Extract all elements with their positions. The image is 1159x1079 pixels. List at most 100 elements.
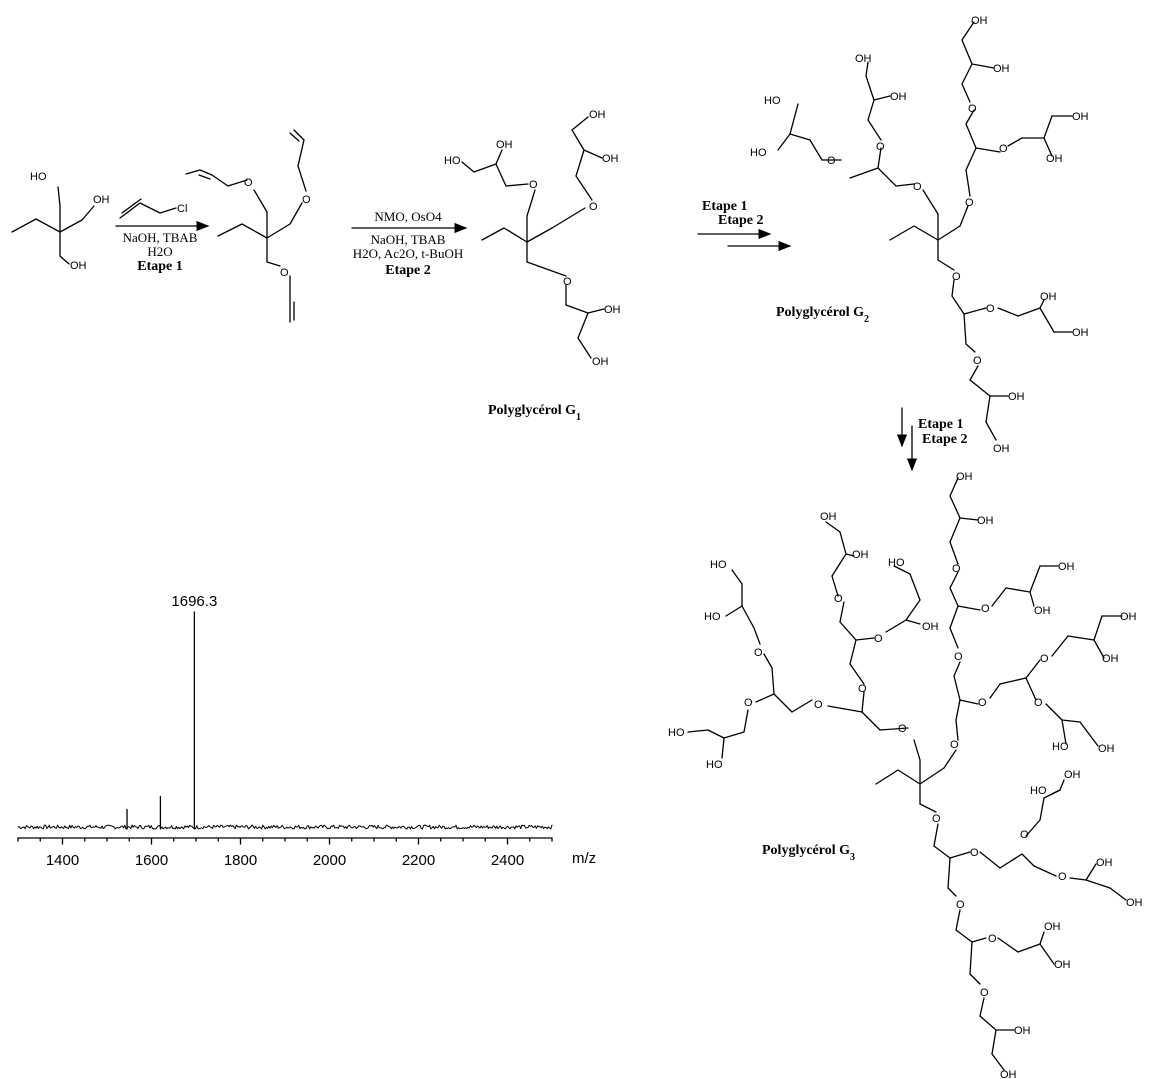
trimethylolpropane-structure: HO OH OH — [11, 171, 110, 272]
step-label: Etape 2 — [922, 432, 968, 447]
atom-label: OH — [1098, 743, 1115, 755]
atom-label: OH — [604, 304, 621, 316]
atom-label: OH — [496, 139, 513, 151]
atom-label: OH — [1058, 561, 1075, 573]
x-axis-label: m/z — [572, 850, 596, 867]
atom-label: O — [999, 143, 1008, 155]
x-tick-label: 1800 — [224, 852, 257, 869]
atom-label: OH — [1064, 769, 1081, 781]
atom-label: OH — [993, 443, 1010, 455]
condition-text: H2O — [147, 244, 172, 259]
peak-label: 1696.3 — [171, 593, 217, 610]
atom-label: OH — [1120, 611, 1137, 623]
reaction-arrow-3: Etape 1 Etape 2 — [697, 199, 792, 252]
atom-label: O — [754, 647, 763, 659]
step-label: Etape 2 — [718, 213, 764, 228]
atom-label: O — [986, 303, 995, 315]
atom-label: HO — [710, 559, 727, 571]
spectrum-baseline — [17, 824, 553, 830]
atom-label: O — [858, 683, 867, 695]
triallyl-ether-structure: O O O — [185, 129, 311, 323]
polyglycerol-g1-structure: OH HO O OH OH O O OH OH Polyglycérol G1 — [444, 109, 621, 423]
atom-label: OH — [1034, 605, 1051, 617]
atom-label: O — [834, 593, 843, 605]
atom-label: OH — [993, 63, 1010, 75]
product-label-g1: Polyglycérol G1 — [488, 403, 581, 423]
reaction-arrow-4: Etape 1 Etape 2 — [896, 407, 968, 472]
step-label: Etape 1 — [918, 417, 964, 432]
atom-label: O — [589, 201, 598, 213]
atom-label: OH — [977, 515, 994, 527]
atom-label: OH — [1046, 153, 1063, 165]
atom-label: O — [1034, 697, 1043, 709]
atom-label: O — [956, 899, 965, 911]
product-label-g3: Polyglycérol G3 — [762, 843, 855, 863]
baseline-noise — [17, 824, 553, 830]
atom-label: OH — [1000, 1069, 1017, 1079]
atom-label: OH — [1044, 921, 1061, 933]
atom-label: OH — [602, 153, 619, 165]
atom-label: OH — [922, 621, 939, 633]
atom-label: O — [1020, 829, 1029, 841]
atom-label: O — [913, 181, 922, 193]
atom-label: HO — [444, 155, 461, 167]
atom-label: O — [973, 355, 982, 367]
atom-label: OH — [70, 260, 87, 272]
condition-text: H2O, Ac2O, t-BuOH — [353, 246, 464, 261]
step-label: Etape 2 — [385, 263, 431, 278]
atom-label: O — [988, 933, 997, 945]
atom-label: O — [954, 651, 963, 663]
atom-label: O — [744, 697, 753, 709]
atom-label: O — [965, 197, 974, 209]
atom-label: O — [244, 177, 253, 189]
atom-label: O — [978, 697, 987, 709]
atom-label: OH — [890, 91, 907, 103]
reaction-arrow-2: NMO, OsO4 NaOH, TBAB H2O, Ac2O, t-BuOH E… — [351, 209, 468, 278]
atom-label: OH — [592, 356, 609, 368]
atom-label: HO — [30, 171, 47, 183]
atom-label: OH — [1054, 959, 1071, 971]
reagent-label: NMO, OsO4 — [374, 209, 442, 224]
atom-label: O — [874, 633, 883, 645]
atom-label: OH — [1096, 857, 1113, 869]
x-tick-label: 2400 — [491, 852, 524, 869]
reagent-label: Cl — [177, 203, 187, 215]
atom-label: O — [968, 103, 977, 115]
x-tick-label: 2000 — [313, 852, 346, 869]
atom-label: HO — [764, 95, 781, 107]
atom-label: HO — [704, 611, 721, 623]
atom-label: O — [952, 563, 961, 575]
product-label-g2: Polyglycérol G2 — [776, 305, 869, 325]
condition-text: NaOH, TBAB — [371, 232, 446, 247]
atom-label: OH — [93, 194, 110, 206]
x-tick-label: 1600 — [135, 852, 168, 869]
x-tick-label: 1400 — [46, 852, 79, 869]
atom-label: O — [932, 813, 941, 825]
atom-label: O — [1058, 871, 1067, 883]
atom-label: O — [280, 267, 289, 279]
atom-label: O — [814, 699, 823, 711]
atom-label: HO — [1052, 741, 1069, 753]
atom-label: O — [827, 155, 836, 167]
atom-label: OH — [1072, 111, 1089, 123]
atom-label: OH — [820, 511, 837, 523]
atom-label: O — [980, 987, 989, 999]
atom-label: HO — [706, 759, 723, 771]
atom-label: OH — [956, 471, 973, 483]
atom-label: OH — [1102, 653, 1119, 665]
polyglycerol-g3-structure: OH OH OH OH HO O OH HO O O OH OH HO OH O… — [668, 471, 1143, 1079]
polyglycerol-g2-structure: OH OH OH OH HO HO O OH O O O OH O O O OH… — [750, 15, 1089, 455]
atom-label: O — [950, 739, 959, 751]
atom-label: O — [981, 603, 990, 615]
atom-label: O — [876, 141, 885, 153]
atom-label: O — [563, 276, 572, 288]
spectrum-peaks — [126, 611, 196, 830]
atom-label: O — [1040, 653, 1049, 665]
x-axis — [17, 837, 553, 845]
step-label: Etape 1 — [137, 259, 183, 274]
atom-label: OH — [589, 109, 606, 121]
atom-label: HO — [668, 727, 685, 739]
atom-label: OH — [971, 15, 988, 27]
